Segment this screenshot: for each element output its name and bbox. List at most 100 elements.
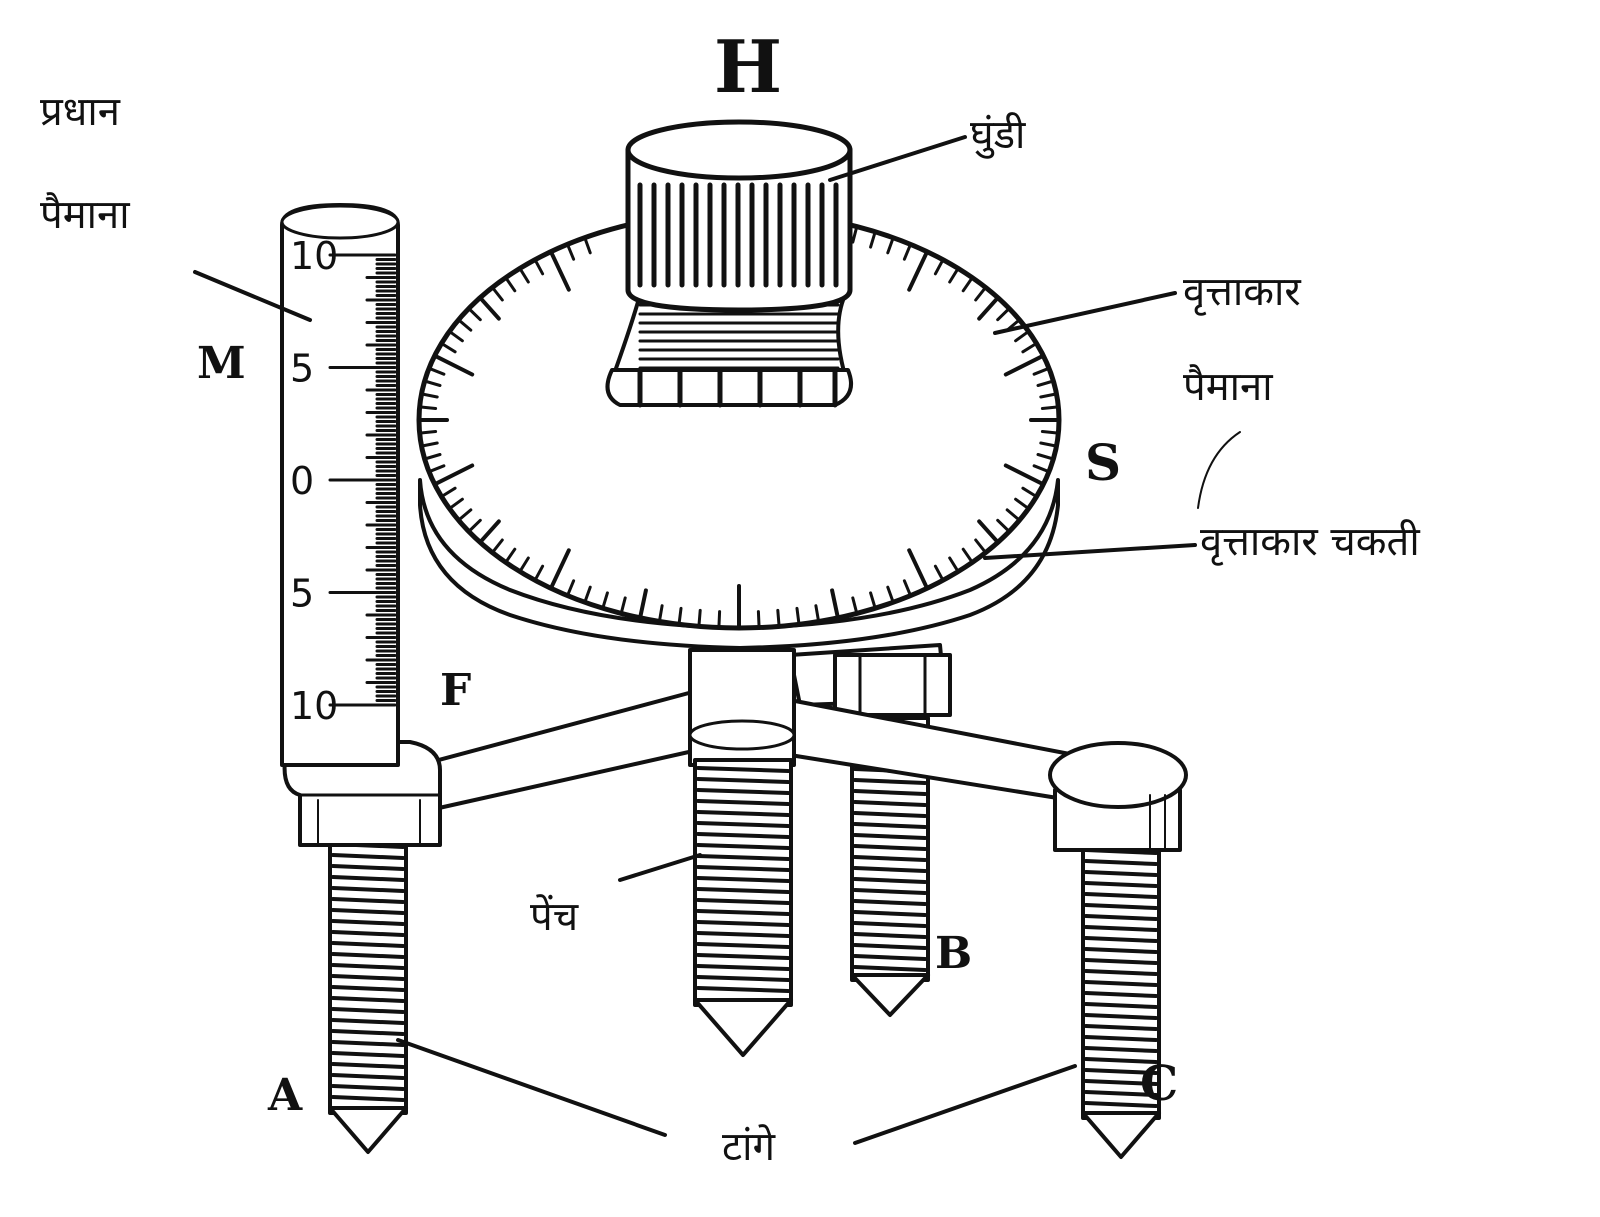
dial-tick	[440, 486, 457, 499]
main-scale-number: 5	[290, 572, 314, 616]
label-screw: पेंच	[530, 894, 579, 940]
dial-tick	[830, 588, 840, 620]
thread-line	[331, 1040, 405, 1047]
thread-line	[696, 854, 790, 861]
knob-ridges	[637, 182, 839, 288]
thread-line	[1084, 1068, 1158, 1075]
dial-tick	[566, 579, 576, 598]
thread-line	[853, 866, 927, 873]
dial-tick	[814, 604, 821, 623]
thread-line	[1084, 1013, 1158, 1020]
thread-line	[331, 875, 405, 882]
thread-line	[853, 833, 927, 840]
dial-tick	[974, 538, 988, 555]
dial-tick	[457, 508, 473, 522]
leg-c-thread	[1084, 826, 1158, 1108]
thread-line	[331, 985, 405, 992]
thread-line	[853, 800, 927, 807]
dial-tick	[478, 295, 501, 321]
dial-tick	[427, 464, 446, 474]
dial-tick	[886, 585, 895, 604]
thread-line	[331, 930, 405, 937]
dial-tick	[756, 610, 761, 630]
thread-line	[1084, 1090, 1158, 1097]
dial-tick	[583, 236, 592, 255]
dial-tick	[583, 585, 592, 604]
dial-tick	[566, 242, 576, 261]
dial-tick	[902, 242, 912, 261]
dial-tick	[504, 276, 517, 293]
dial-tick	[478, 519, 501, 545]
label-s: S	[1085, 433, 1121, 492]
leader-lines	[193, 135, 1241, 1145]
thread-line	[853, 932, 927, 939]
dial-tick	[1040, 430, 1060, 435]
label-circular-disc: वृत्ताकार चकती	[1200, 519, 1420, 566]
main-scale-ticks	[353, 253, 397, 707]
main-scale-number: 5	[290, 347, 314, 391]
dial-tick	[432, 463, 475, 487]
dial-tick	[974, 285, 988, 302]
dial-tick	[717, 610, 722, 630]
thread-line	[1084, 991, 1158, 998]
thread-line	[696, 865, 790, 872]
dial-tick	[1005, 508, 1021, 522]
dial-tick	[423, 379, 442, 387]
label-main-scale-line2: पैमाना	[40, 192, 130, 238]
thread-line	[853, 822, 927, 829]
thread-line	[696, 887, 790, 894]
dial-tick	[638, 588, 648, 620]
label-circular-scale-line1: वृत्ताकार	[1183, 269, 1301, 316]
dial-tick	[851, 596, 859, 615]
thread-line	[1084, 903, 1158, 910]
dial-tick	[1021, 486, 1038, 499]
thread-line	[696, 909, 790, 916]
dial-tick	[418, 430, 438, 435]
dial-tick	[795, 606, 801, 626]
dial-tick	[902, 579, 912, 598]
thread-line	[1084, 1057, 1158, 1064]
thread-line	[696, 799, 790, 806]
dial-tick	[869, 230, 877, 249]
thread-line	[696, 942, 790, 949]
thread-line	[696, 832, 790, 839]
circular-disc	[416, 209, 1062, 650]
thread-line	[1084, 936, 1158, 943]
label-m: M	[197, 338, 246, 389]
dial-tick	[619, 596, 627, 615]
leg-a	[328, 813, 408, 1154]
thread-line	[696, 810, 790, 817]
dial-tick	[533, 564, 545, 582]
thread-line	[331, 974, 405, 981]
thread-line	[331, 952, 405, 959]
thread-line	[331, 1051, 405, 1058]
thread-line	[853, 921, 927, 928]
legs-leader-a	[396, 1038, 667, 1137]
main-scale-leader	[193, 270, 312, 322]
main-scale-number: 0	[290, 459, 314, 503]
thread-line	[331, 1018, 405, 1025]
dial-tick	[869, 591, 877, 610]
dial-tick	[457, 318, 473, 332]
thread-line	[853, 877, 927, 884]
dial-tick	[490, 285, 504, 302]
thread-line	[1084, 859, 1158, 866]
legs-leader-c	[853, 1064, 1077, 1145]
dial-tick	[1032, 464, 1051, 474]
thread-line	[853, 899, 927, 906]
dial-tick	[677, 606, 683, 626]
dial-tick	[996, 518, 1011, 533]
dial-tick	[440, 341, 457, 354]
thread-line	[1084, 980, 1158, 987]
thread-line	[696, 898, 790, 905]
dial-tick	[1003, 463, 1046, 487]
thread-line	[696, 788, 790, 795]
dial-tick	[1039, 392, 1058, 399]
thread-line	[1084, 1046, 1158, 1053]
thread-line	[696, 766, 790, 773]
label-a: A	[267, 1070, 303, 1121]
dial-tick	[1036, 453, 1055, 461]
thread-line	[853, 778, 927, 785]
